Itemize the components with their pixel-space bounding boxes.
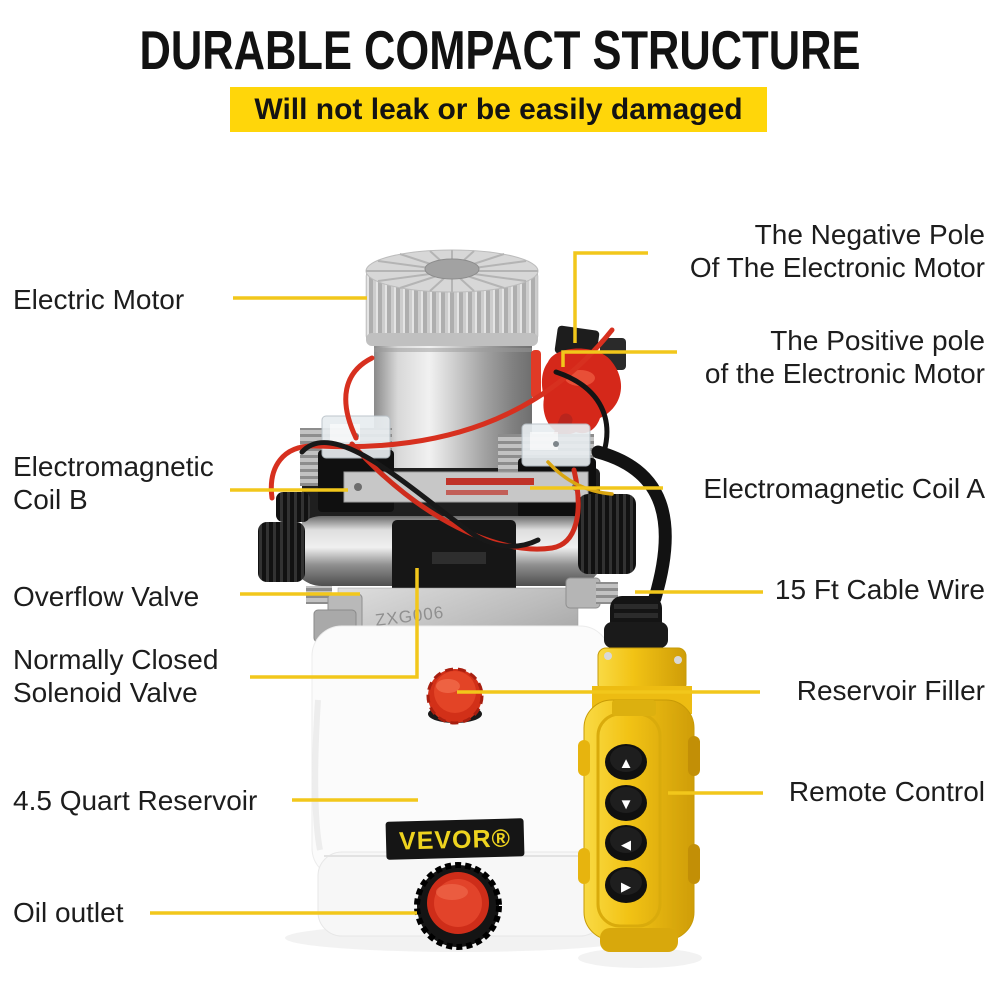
label-oil-outlet: Oil outlet	[13, 896, 124, 929]
reservoir-filler-cap	[426, 667, 484, 725]
label-electromagnetic-coil-a: Electromagnetic Coil A	[703, 472, 985, 505]
manifold-screw	[507, 647, 529, 669]
label-text: Normally Closed	[13, 644, 219, 675]
label-text: Overflow Valve	[13, 581, 200, 612]
label-text: of the Electronic Motor	[704, 358, 985, 389]
solenoid-coil-b	[300, 415, 394, 512]
callout-line-negative-pole	[573, 251, 648, 343]
label-negative-pole: The Negative Pole Of The Electronic Moto…	[690, 218, 985, 284]
valve-knob-left-small	[276, 492, 310, 522]
overflow-valve-fitting	[306, 586, 363, 643]
remote-control: ▲ ▼ ◀ ▶	[578, 445, 700, 952]
label-text: The Negative Pole	[754, 219, 985, 250]
label-text: Electric Motor	[13, 284, 185, 315]
remote-cable	[591, 445, 672, 605]
motor-wires	[268, 327, 615, 552]
label-text: 4.5 Quart Reservoir	[13, 785, 258, 816]
up-arrow-icon: ▲	[619, 755, 634, 772]
label-text: Of The Electronic Motor	[689, 252, 985, 283]
remote-bottom-cap	[600, 928, 678, 952]
remote-neck	[592, 686, 692, 714]
remote-button-up: ▲	[605, 744, 647, 780]
right-arrow-icon: ▶	[621, 879, 631, 894]
remote-top-mount	[597, 647, 687, 693]
reservoir-shadow	[285, 924, 635, 952]
label-text: Electromagnetic Coil A	[703, 473, 985, 504]
label-text: Reservoir Filler	[796, 675, 985, 706]
brand-logo-plate: VEVOR®	[385, 818, 525, 860]
label-text: The Positive pole	[770, 325, 985, 356]
left-arrow-icon: ◀	[621, 837, 631, 852]
label-remote-control: Remote Control	[789, 775, 985, 808]
valve-tube	[290, 516, 604, 586]
valve-assembly	[258, 415, 636, 596]
label-electromagnetic-coil-b: Electromagnetic Coil B	[13, 450, 214, 516]
label-text: 15 Ft Cable Wire	[774, 574, 985, 605]
remote-button-left: ◀	[605, 825, 647, 861]
valve-knob-left	[258, 522, 305, 582]
reservoir-tank	[311, 625, 611, 937]
model-code-text: ZXG006	[374, 603, 445, 630]
solenoid-coil-a	[498, 423, 596, 518]
label-positive-pole: The Positive pole of the Electronic Moto…	[705, 324, 985, 390]
label-overflow-valve: Overflow Valve	[13, 580, 199, 613]
brand-logo-text: VEVOR®	[399, 825, 512, 856]
down-arrow-icon: ▼	[619, 796, 634, 813]
motor-fin-cap	[365, 249, 539, 293]
callout-line-nc-solenoid-valve	[250, 568, 419, 679]
subtitle-banner: Will not leak or be easily damaged	[230, 87, 767, 132]
label-quart-reservoir: 4.5 Quart Reservoir	[13, 784, 257, 817]
label-reservoir-filler: Reservoir Filler	[797, 674, 985, 707]
cable-gland	[604, 596, 668, 652]
positive-terminal-boot	[526, 325, 626, 517]
electric-motor	[365, 249, 539, 480]
remote-body	[583, 699, 695, 941]
valve-knob-right	[578, 494, 636, 574]
valve-top-plate	[343, 471, 589, 503]
label-electric-motor: Electric Motor	[13, 283, 184, 316]
remote-shadow	[578, 948, 702, 968]
label-text: Electromagnetic	[13, 451, 214, 482]
remote-face	[596, 712, 662, 928]
label-text: Remote Control	[788, 776, 985, 807]
remote-button-down: ▼	[605, 785, 647, 821]
callout-line-positive-pole	[561, 350, 677, 367]
manifold-screw	[384, 645, 406, 667]
solenoid-valve-body	[392, 520, 516, 596]
port-fitting-right	[565, 577, 618, 609]
label-text: Solenoid Valve	[13, 677, 198, 708]
label-text: Coil B	[13, 484, 88, 515]
label-cable-wire: 15 Ft Cable Wire	[775, 573, 985, 606]
label-text: Oil outlet	[13, 897, 124, 928]
remote-button-right: ▶	[605, 867, 647, 903]
page-title: DURABLE COMPACT STRUCTURE	[139, 19, 861, 81]
manifold-block: ZXG006	[306, 577, 618, 681]
label-normally-closed-solenoid-valve: Normally Closed Solenoid Valve	[13, 643, 218, 709]
oil-outlet-cap	[414, 862, 502, 950]
